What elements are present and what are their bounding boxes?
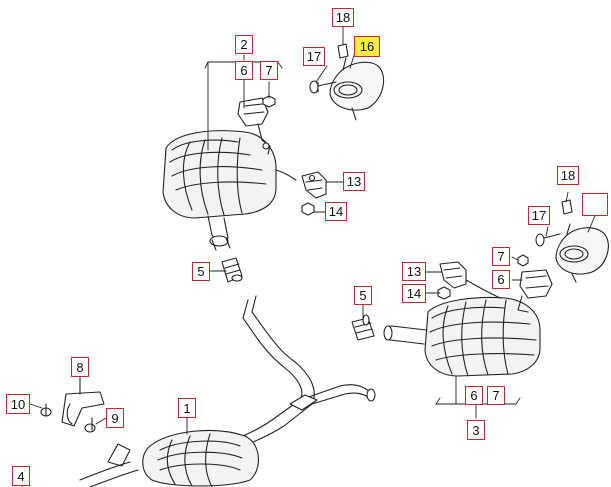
callout-part-6-left[interactable]: 6 xyxy=(235,61,253,80)
callout-part-7-lower[interactable]: 7 xyxy=(487,386,505,405)
rear-left-silencer xyxy=(162,130,297,251)
clip-right xyxy=(561,199,573,215)
callout-part-7-left[interactable]: 7 xyxy=(260,61,278,80)
nut-14-left xyxy=(301,202,315,216)
nut-right xyxy=(517,254,529,267)
callout-part-8[interactable]: 8 xyxy=(71,357,89,377)
callout-part-4[interactable]: 4 xyxy=(12,466,30,486)
callout-part-7-right[interactable]: 7 xyxy=(492,247,510,266)
callout-part-10[interactable]: 10 xyxy=(6,394,30,414)
callout-part-6-lower[interactable]: 6 xyxy=(465,386,483,405)
bracket-left xyxy=(301,171,327,199)
callout-part-9[interactable]: 9 xyxy=(106,408,124,428)
bolt-upper xyxy=(309,80,337,94)
tailpipe-trim-upper xyxy=(329,57,385,121)
callout-part-5-left[interactable]: 5 xyxy=(192,262,210,281)
callout-part-18-upper[interactable]: 18 xyxy=(332,8,354,27)
bracket-right xyxy=(439,261,501,299)
bolt-9 xyxy=(84,417,96,433)
exhaust-flap-actuator-left xyxy=(237,97,271,155)
callout-part-14-left[interactable]: 14 xyxy=(325,202,347,221)
callout-part-18-right[interactable]: 18 xyxy=(557,166,579,185)
callout-part-13-right[interactable]: 13 xyxy=(402,262,426,281)
leader-lines xyxy=(21,26,596,487)
hanger-bracket xyxy=(61,377,105,427)
callout-part-13-left[interactable]: 13 xyxy=(343,172,365,191)
callout-part-16-highlighted[interactable]: 16 xyxy=(354,36,380,57)
callout-part-6-right[interactable]: 6 xyxy=(492,270,510,289)
pipe-clamp-left xyxy=(221,257,243,283)
callout-part-16-right[interactable] xyxy=(582,193,608,216)
callout-part-3[interactable]: 3 xyxy=(467,420,485,440)
callout-part-1[interactable]: 1 xyxy=(178,398,196,418)
callout-part-2[interactable]: 2 xyxy=(235,35,253,54)
callout-part-5-right[interactable]: 5 xyxy=(354,286,372,305)
bolt-10 xyxy=(40,403,52,417)
callout-part-14-right[interactable]: 14 xyxy=(402,284,426,303)
front-silencer xyxy=(107,429,259,487)
callout-part-17-right[interactable]: 17 xyxy=(528,206,550,225)
clip-upper xyxy=(337,43,349,59)
callout-part-17-upper[interactable]: 17 xyxy=(303,47,325,66)
rear-right-silencer xyxy=(383,296,541,377)
nut-14-right xyxy=(437,286,451,300)
exhaust-flap-actuator-right xyxy=(517,269,553,313)
tailpipe-trim-right xyxy=(555,223,609,283)
bolt-right xyxy=(535,233,561,247)
